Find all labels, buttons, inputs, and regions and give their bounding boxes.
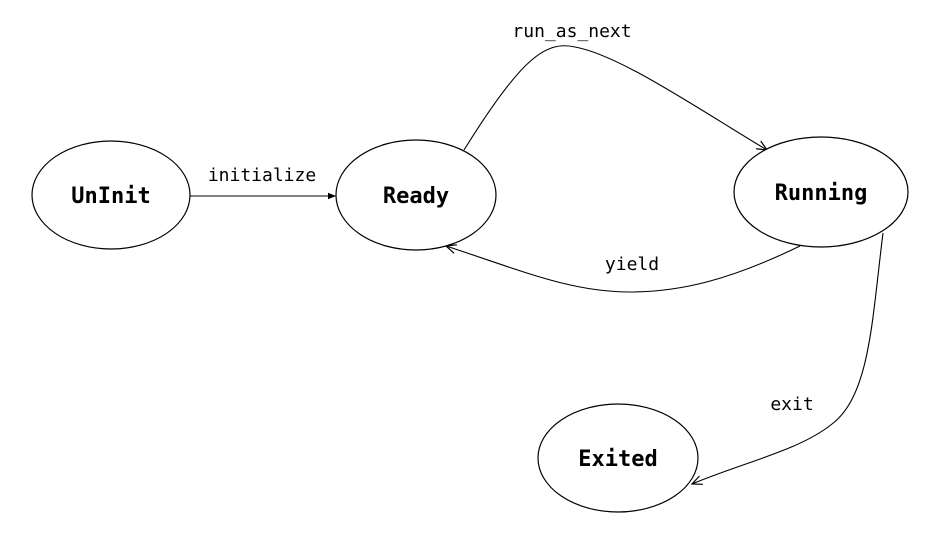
state-ready-shape — [335, 139, 497, 251]
state-running-label: Running — [775, 181, 868, 206]
edge-exit-line — [692, 232, 884, 484]
edge-exit: exit — [692, 232, 884, 484]
edge-exit-label: exit — [770, 394, 813, 415]
edge-initialize-label: initialize — [208, 165, 316, 186]
state-exited: Exited — [537, 403, 699, 513]
state-uninit-label: UnInit — [71, 184, 150, 209]
state-running-shape — [733, 136, 909, 248]
edge-yield-line — [446, 246, 801, 293]
state-exited-label: Exited — [578, 447, 657, 472]
edge-yield-label: yield — [605, 254, 659, 275]
state-ready-label: Ready — [383, 184, 449, 209]
state-uninit-shape — [31, 140, 191, 250]
state-uninit: UnInit — [31, 140, 191, 250]
edge-run-as-next: run_as_next — [463, 21, 767, 150]
state-exited-shape — [537, 403, 699, 513]
edge-yield: yield — [446, 246, 801, 293]
edge-run-as-next-label: run_as_next — [512, 21, 631, 42]
edge-initialize: initialize — [190, 165, 336, 200]
edge-run-as-next-line — [463, 45, 767, 150]
state-running: Running — [733, 136, 909, 248]
state-ready: Ready — [335, 139, 497, 251]
